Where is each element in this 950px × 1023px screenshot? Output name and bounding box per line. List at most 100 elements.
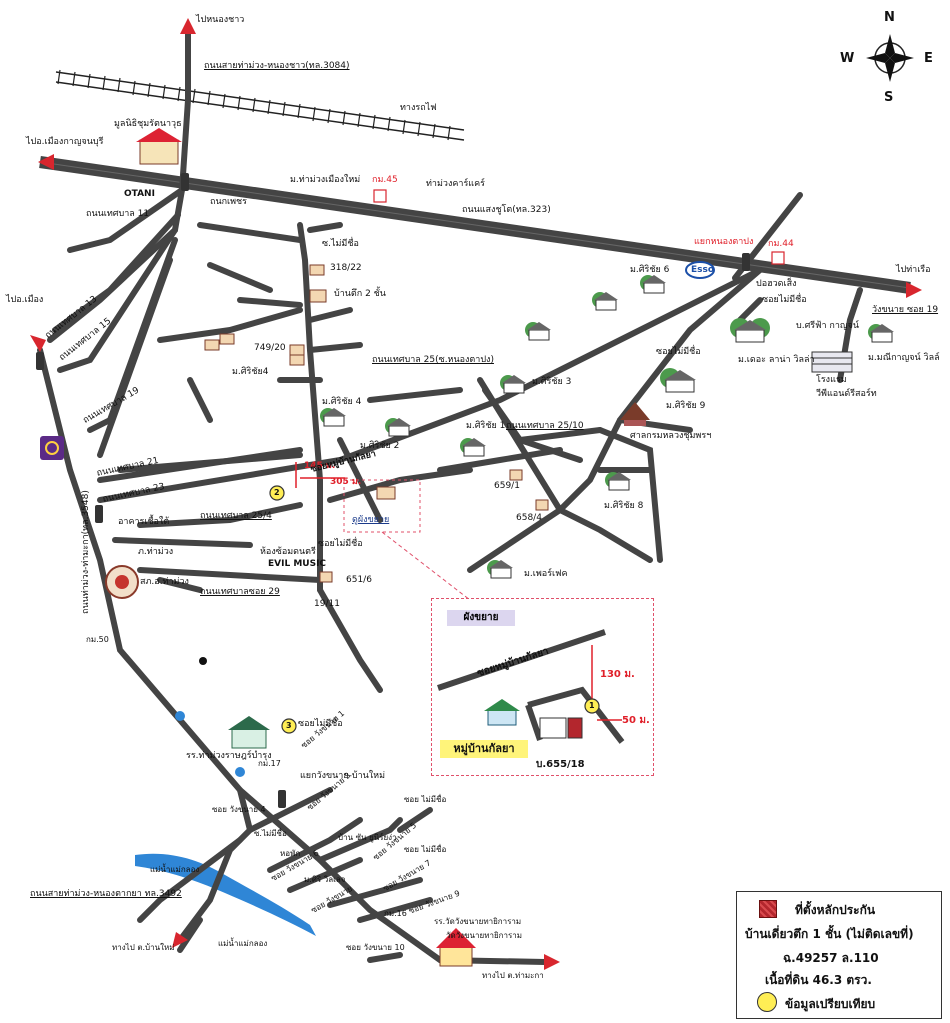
label-market-sign: บ้าน ซัน ยูนิร์ยง่า: [338, 833, 397, 842]
legend-comparison: ข้อมูลเปรียบเทียบ: [785, 997, 876, 1011]
school-icon: [228, 716, 270, 749]
esso-icon: [685, 261, 715, 279]
legend-comparison-swatch: [757, 992, 777, 1012]
label-to-muang: ไปอ.เมืองกาญจนบุรี: [26, 137, 104, 147]
label-esso: Esso: [691, 265, 715, 275]
label-km17: กม.17: [258, 759, 281, 768]
label-sirichai4a: ม.ศิริชัย4: [232, 367, 269, 377]
label-wat2: วัดวังขนายทายิการาม: [446, 931, 523, 940]
label-soi-no-name-2: ซอยไม่มีชื่อ: [762, 295, 807, 305]
legend-collateral-swatch: [759, 900, 777, 918]
label-sripha-kan: บ.ศรีฟ้า กาญจน์: [796, 321, 860, 331]
label-car-care: ท่าม่วงคาร์แคร์: [426, 179, 485, 189]
label-tesaban25-4: ถนนเทศบาล 25/4: [200, 511, 272, 521]
label-km45: กม.45: [372, 175, 398, 185]
label-soi-no-name-5: ซอยไม่มีชื่อ: [298, 719, 343, 729]
label-siri-villa: ม.ศิริ วิลเลจ: [304, 875, 346, 884]
traffic-lights: [36, 173, 750, 808]
label-wangkanai19: วังขนาย ซอย 19: [872, 305, 939, 315]
legend-deed: ฉ.49257 ล.110: [783, 951, 879, 965]
legend-box: ที่ตั้งหลักประกัน บ้านเดี่ยวตึก 1 ชั้น (…: [736, 891, 942, 1019]
compass-w: W: [840, 51, 855, 66]
label-km44: กม.44: [768, 239, 794, 249]
label-soi-no-name-6: ซอย ไม่มีชื่อ: [404, 795, 447, 804]
label-tm-muang-mai: ม.ท่าม่วงเมืองใหม่: [290, 175, 361, 185]
roads: [37, 25, 863, 965]
label-see-plan: ดูผังขยาย: [352, 515, 390, 525]
house-icons: [204, 264, 549, 583]
wat-icon: [436, 928, 476, 967]
inset-label-house: บ.655/18: [536, 759, 585, 770]
label-soi-no-name-4: ซอยไม่มีชื่อ: [318, 539, 363, 549]
legend-land-area: เนื้อที่ดิน 46.3 ตรว.: [765, 973, 872, 987]
mae-klong-river: [135, 853, 316, 936]
label-road-323: ถนนแสงชูโต(ทล.323): [462, 205, 551, 215]
label-h651-6: 651/6: [346, 575, 372, 585]
inset-plots: [539, 717, 583, 739]
bank-icon: [40, 436, 64, 460]
label-to-tha-ruea: ไปท่าเรือ: [896, 265, 931, 275]
label-tesaban25-10: ถนนเทศบาล 25/10: [506, 421, 584, 431]
label-the-lanna: ม.เดอะ ลาน่า วิลล่า: [738, 355, 815, 365]
legend-house-type: บ้านเดี่ยวตึก 1 ชั้น (ไม่ติดเลขที่): [745, 927, 914, 941]
hotel-icon: [811, 351, 853, 373]
railway: [55, 69, 465, 141]
label-tesaban25: ถนนเทศบาล 25(ซ.หนองตาปง): [372, 355, 494, 365]
inset-label-50: 50 ม.: [622, 715, 650, 726]
label-sirichai8: ม.ศิริชัย 8: [604, 501, 644, 511]
legend-collateral: ที่ตั้งหลักประกัน: [795, 903, 876, 917]
label-h659-1: 659/1: [494, 481, 520, 491]
comparison-marker-2: 2: [274, 488, 280, 497]
km-signs: [373, 189, 785, 265]
label-km16: กม.16: [384, 909, 407, 918]
label-dist-305: 305 ม.: [330, 477, 362, 487]
label-to-muang2: ไปอ.เมือง: [6, 295, 44, 305]
label-tesaban-soi29: ถนนเทศบาลซอย 29: [200, 587, 280, 597]
label-road-3492: ถนนสายท่าม่วง-หนองตากยา ทล.3492: [30, 889, 182, 899]
label-h658-4: 658/4: [516, 513, 542, 523]
label-perfect: ม.เพอร์เฟค: [524, 569, 568, 579]
label-soi-no-name-1: ซ.ไม่มีชื่อ: [322, 239, 359, 249]
inset-label-130: 130 ม.: [600, 669, 635, 680]
label-soi-no-name-9: ซอย ไม่มีชื่อ: [404, 845, 447, 854]
label-sirichai6: ม.ศิริชัย 6: [630, 265, 670, 275]
label-h318-22: 318/22: [330, 263, 362, 273]
police-emblem-icon: [105, 565, 139, 599]
label-railway: ทางรถไฟ: [400, 103, 437, 113]
distance-markers: [295, 462, 345, 488]
label-sp-tm: สภ.อ.ท่าม่วง: [140, 577, 189, 587]
inset-village-icon: [484, 699, 520, 726]
compass-e: E: [924, 51, 933, 66]
route-arrows: [30, 18, 922, 970]
label-pong-huad-seng: ปอฮวดเส็ง: [756, 279, 797, 289]
label-music-room: ห้องซ้อมดนตรี: [260, 547, 316, 557]
label-dist-145: 145 ม.: [304, 461, 336, 471]
label-otani: OTANI: [124, 189, 155, 199]
label-mae-klong-river2: แม่น้ำแม่กลอง: [218, 939, 268, 948]
label-h749-20: 749/20: [254, 343, 286, 353]
label-vp-resort: วีพีแอนด์รีสอร์ท: [816, 389, 877, 399]
label-wangkanai10: ซอย วังขนาย 10: [346, 943, 405, 952]
comparison-marker-1: 1: [589, 701, 595, 710]
label-to-nong-chao: ไปหนองชาว: [196, 15, 245, 25]
comparison-marker-3: 3: [286, 721, 292, 730]
label-building-chuea-dee: อาคารเชื้อใต้: [118, 517, 170, 527]
label-ban-tuek-2: บ้านตึก 2 ชั้น: [334, 289, 386, 299]
label-foundation: มูลนิธิชุมรัตนาวุธ: [114, 119, 182, 129]
label-wangkanai4: ซอย วังขนาย 4: [212, 805, 266, 814]
label-school: รร.ท่าม่วงราษฎร์บำรุง: [186, 751, 272, 761]
label-soi-no-name-8: ซ.ไม่มีชื่อ: [254, 829, 287, 838]
label-tesaban11: ถนนเทศบาล 11: [86, 209, 150, 219]
inset-village-badge: หมู่บ้านกัลยา: [440, 740, 528, 758]
label-wat1: รร.วัดวังขนายทายิการาม: [434, 917, 522, 926]
label-sirichai3: ม.ศิริชัย 3: [532, 377, 572, 387]
label-intersection-wangkanai: แยกวังขนาย-บ้านใหม่: [300, 771, 386, 781]
comparison-markers: [269, 485, 600, 734]
label-to-tha-maka: ทางไป ต.ท่ามะกา: [482, 971, 544, 980]
label-sirichai4b: ม.ศิริชัย 4: [322, 397, 362, 407]
label-road-3548: ถนนท่าม่วง-ท่ามะกา(ทล.3548): [81, 490, 91, 614]
compass-n: N: [884, 10, 895, 25]
label-sirichai2: ม.ศิริชัย 2: [360, 441, 400, 451]
label-mae-klong-river: แม่น้ำแม่กลอง: [150, 865, 200, 874]
